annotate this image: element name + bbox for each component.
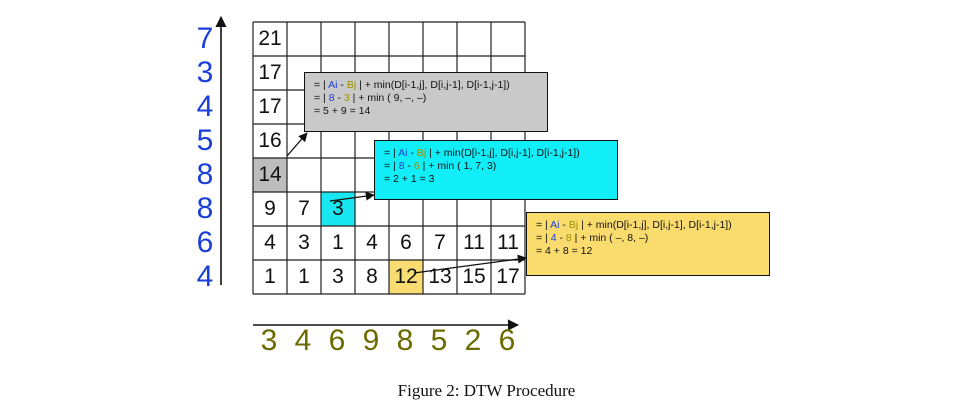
callout-cyan-substitution: = | 8 - 6 | + min ( 1, 7, 3)	[384, 160, 497, 172]
highlight-cell-yellow	[389, 260, 423, 294]
matrix-cell: 6	[400, 231, 412, 254]
sequence-a-value: 6	[196, 226, 214, 259]
cyan-cell-pointer-arrow	[329, 191, 375, 202]
callout-yellow-formula: = | Ai - Bj | + min(D[i-1,j], D[i,j-1], …	[536, 219, 732, 231]
matrix-cell: 1	[332, 231, 344, 254]
highlight-cell-gray	[253, 158, 287, 192]
gray-cell-pointer-arrow	[286, 132, 308, 157]
callout-gray-substitution: = | 8 - 3 | + min ( 9, –, –)	[314, 92, 427, 104]
callout-gray: = | Ai - Bj | + min(D[i-1,j], D[i,j-1], …	[304, 72, 548, 132]
sequence-a-value: 3	[196, 56, 214, 89]
callout-gray-result: = 5 + 9 = 14	[314, 105, 371, 117]
highlight-cell-cyan	[321, 192, 355, 226]
matrix-cell: 1	[298, 265, 310, 288]
sequence-b-value: 6	[328, 324, 346, 357]
matrix-cell: 11	[497, 231, 519, 254]
matrix-cell: 3	[332, 265, 344, 288]
matrix-cell: 3	[332, 197, 344, 220]
sequence-a-value: 8	[196, 158, 214, 191]
matrix-cell: 7	[434, 231, 446, 254]
matrix-cell: 7	[298, 197, 310, 220]
sequence-b-value: 2	[464, 324, 482, 357]
figure-caption: Figure 2: DTW Procedure	[397, 381, 576, 400]
callout-gray-formula: = | Ai - Bj | + min(D[i-1,j], D[i,j-1], …	[314, 79, 510, 91]
matrix-cell: 9	[264, 197, 276, 220]
matrix-cell: 16	[258, 129, 282, 152]
matrix-cell: 13	[428, 265, 452, 288]
sequence-b-value: 6	[498, 324, 516, 357]
callout-cyan-formula: = | Ai - Bj | + min(D[i-1,j], D[i,j-1], …	[384, 147, 580, 159]
matrix-cell: 11	[463, 231, 485, 254]
sequence-a-value: 7	[196, 22, 214, 55]
matrix-cell: 3	[298, 231, 310, 254]
callout-yellow: = | Ai - Bj | + min(D[i-1,j], D[i,j-1], …	[526, 212, 770, 276]
sequence-b-value: 5	[430, 324, 448, 357]
sequence-b-value: 8	[396, 324, 414, 357]
sequence-b-value: 3	[260, 324, 278, 357]
matrix-cell: 4	[264, 231, 276, 254]
matrix-cell: 14	[258, 163, 282, 186]
matrix-cell: 17	[258, 95, 282, 118]
callout-cyan-result: = 2 + 1 = 3	[384, 173, 435, 185]
sequence-a-value: 4	[196, 90, 214, 123]
matrix-cell: 8	[366, 265, 378, 288]
sequence-b-value: 4	[294, 324, 312, 357]
callout-cyan: = | Ai - Bj | + min(D[i-1,j], D[i,j-1], …	[374, 140, 618, 200]
matrix-cell: 17	[496, 265, 520, 288]
matrix-cell: 21	[258, 27, 282, 50]
sequence-a-value: 8	[196, 192, 214, 225]
matrix-cell: 12	[394, 265, 418, 288]
callout-yellow-result: = 4 + 8 = 12	[536, 245, 593, 257]
sequence-b-value: 9	[362, 324, 380, 357]
matrix-cell: 4	[366, 231, 378, 254]
callout-yellow-substitution: = | 4 - 8 | + min ( –, 8, –)	[536, 232, 649, 244]
sequence-a-value: 5	[196, 124, 214, 157]
sequence-a-value: 4	[196, 260, 214, 293]
matrix-cell: 15	[462, 265, 486, 288]
yellow-cell-pointer-arrow	[413, 254, 527, 274]
matrix-cell: 1	[264, 265, 276, 288]
matrix-cell: 17	[258, 61, 282, 84]
